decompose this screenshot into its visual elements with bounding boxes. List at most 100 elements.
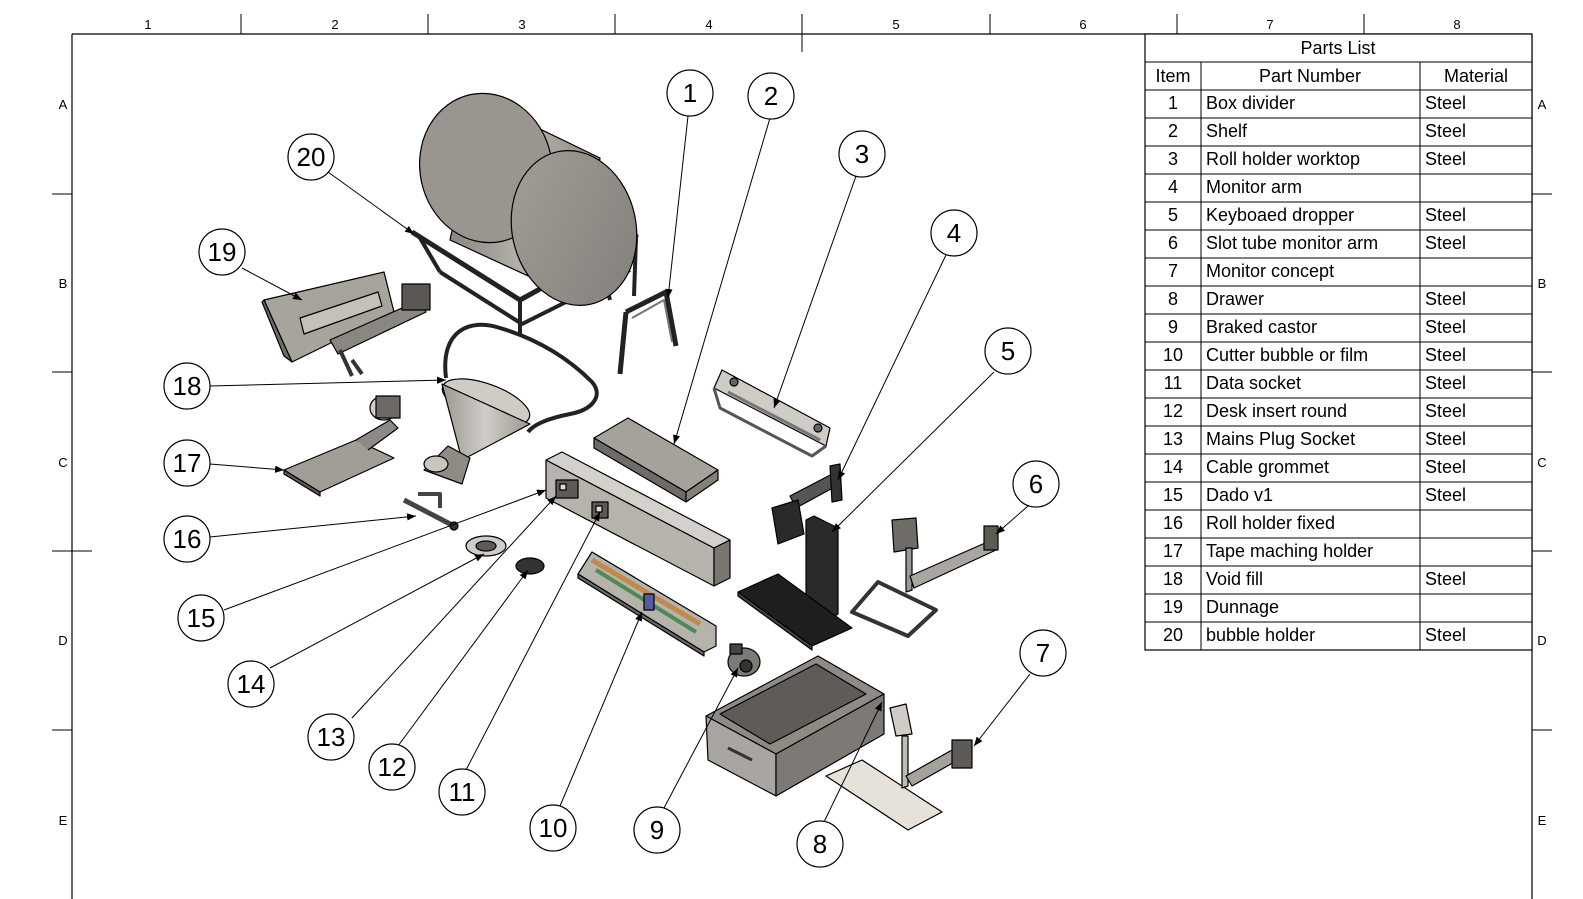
balloon-17: 17 xyxy=(163,439,211,487)
cell-part-number: Drawer xyxy=(1206,289,1264,309)
cell-material: Steel xyxy=(1425,625,1466,645)
part-shelf xyxy=(593,417,719,503)
balloon-6-label: 6 xyxy=(1029,469,1043,499)
part-slot-tube-arm xyxy=(850,517,999,638)
row-label-b-left: B xyxy=(59,276,68,291)
cell-item: 20 xyxy=(1163,625,1183,645)
balloon-17-label: 17 xyxy=(173,448,202,478)
cell-part-number: Cutter bubble or film xyxy=(1206,345,1368,365)
cell-item: 10 xyxy=(1163,345,1183,365)
balloon-13: 13 xyxy=(307,713,355,761)
header-item: Item xyxy=(1155,66,1190,86)
cell-item: 17 xyxy=(1163,541,1183,561)
header-material: Material xyxy=(1444,66,1508,86)
cell-material: Steel xyxy=(1425,233,1466,253)
column-label-6: 6 xyxy=(1079,17,1086,32)
row-label-e-left: E xyxy=(59,813,68,828)
balloon-11-label: 11 xyxy=(449,777,476,807)
part-braked-castor xyxy=(727,643,761,677)
cell-item: 2 xyxy=(1168,121,1178,141)
balloon-5: 5 xyxy=(984,327,1032,375)
cell-item: 3 xyxy=(1168,149,1178,169)
part-drawer xyxy=(705,655,885,797)
part-dado xyxy=(545,451,731,587)
balloon-10-label: 10 xyxy=(539,813,568,843)
balloon-3: 3 xyxy=(838,130,886,178)
balloon-13-label: 13 xyxy=(317,722,346,752)
zone-labels: 1 2 3 4 5 6 7 8 A B C D E A B C D E xyxy=(58,17,1546,828)
balloon-16-label: 16 xyxy=(173,524,202,554)
table-row: 11 Data socket Steel xyxy=(1164,373,1466,393)
balloon-9: 9 xyxy=(633,806,681,854)
balloon-3-label: 3 xyxy=(855,139,869,169)
cell-part-number: Slot tube monitor arm xyxy=(1206,233,1378,253)
balloon-20: 20 xyxy=(287,133,335,181)
balloon-20-label: 20 xyxy=(297,142,326,172)
cell-part-number: Braked castor xyxy=(1206,317,1317,337)
column-label-1: 1 xyxy=(144,17,151,32)
cell-part-number: Data socket xyxy=(1206,373,1301,393)
cell-part-number: Dunnage xyxy=(1206,597,1279,617)
parts-list-title: Parts List xyxy=(1300,38,1375,58)
balloon-2-label: 2 xyxy=(764,81,778,111)
part-tape-holder xyxy=(283,395,401,497)
cell-part-number: Void fill xyxy=(1206,569,1263,589)
part-monitor-concept xyxy=(825,703,973,831)
cell-material: Steel xyxy=(1425,401,1466,421)
balloon-4-label: 4 xyxy=(947,218,961,248)
balloon-7: 7 xyxy=(1019,629,1067,677)
part-desk-insert xyxy=(515,557,545,575)
row-label-a-right: A xyxy=(1538,97,1547,112)
cell-part-number: Shelf xyxy=(1206,121,1248,141)
cell-item: 7 xyxy=(1168,261,1178,281)
cell-item: 8 xyxy=(1168,289,1178,309)
cell-item: 9 xyxy=(1168,317,1178,337)
balloon-10: 10 xyxy=(529,804,577,852)
balloon-2: 2 xyxy=(747,72,795,120)
table-row: 17 Tape maching holder xyxy=(1163,541,1373,561)
cell-item: 14 xyxy=(1163,457,1183,477)
balloon-5-label: 5 xyxy=(1001,336,1015,366)
cell-part-number: Roll holder worktop xyxy=(1206,149,1360,169)
row-label-e-right: E xyxy=(1538,813,1547,828)
part-roll-holder-fixed xyxy=(402,492,459,531)
column-label-2: 2 xyxy=(331,17,338,32)
column-label-8: 8 xyxy=(1453,17,1460,32)
balloon-9-label: 9 xyxy=(650,815,664,845)
balloon-19-label: 19 xyxy=(208,237,237,267)
table-row: 10 Cutter bubble or film Steel xyxy=(1163,345,1466,365)
cell-item: 11 xyxy=(1164,373,1183,393)
cell-part-number: Cable grommet xyxy=(1206,457,1329,477)
cell-material: Steel xyxy=(1425,457,1466,477)
balloon-6: 6 xyxy=(1012,460,1060,508)
cell-material: Steel xyxy=(1425,345,1466,365)
balloon-8: 8 xyxy=(796,820,844,868)
column-label-5: 5 xyxy=(892,17,899,32)
cell-material: Steel xyxy=(1425,149,1466,169)
cell-part-number: bubble holder xyxy=(1206,625,1315,645)
part-void-fill xyxy=(423,322,599,485)
part-cable-grommet xyxy=(465,535,507,557)
cell-item: 15 xyxy=(1163,485,1183,505)
cell-material: Steel xyxy=(1425,373,1466,393)
leader-lines xyxy=(209,115,1031,823)
balloon-4: 4 xyxy=(930,209,978,257)
cell-part-number: Tape maching holder xyxy=(1206,541,1373,561)
part-monitor-arm xyxy=(771,463,843,545)
balloon-1-label: 1 xyxy=(683,78,697,108)
cell-item: 13 xyxy=(1163,429,1183,449)
cell-item: 18 xyxy=(1163,569,1183,589)
cell-material: Steel xyxy=(1425,205,1466,225)
column-label-4: 4 xyxy=(705,17,712,32)
cell-item: 4 xyxy=(1168,177,1178,197)
header-part-number: Part Number xyxy=(1259,66,1361,86)
cell-item: 1 xyxy=(1168,93,1178,113)
balloon-16: 16 xyxy=(163,515,211,563)
table-row: 3 Roll holder worktop Steel xyxy=(1168,149,1466,169)
